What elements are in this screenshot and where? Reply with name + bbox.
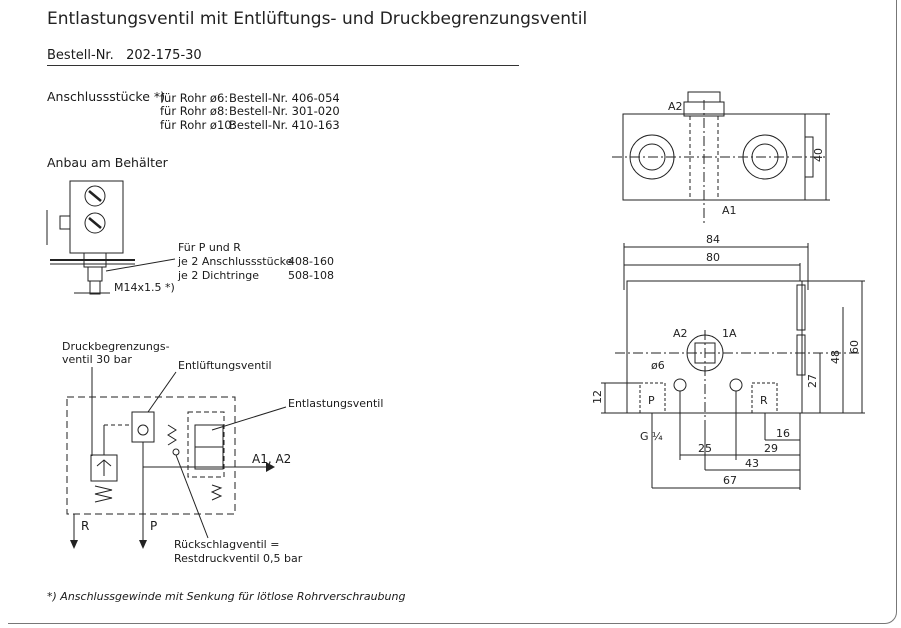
dim-60: 60: [848, 340, 861, 354]
page-title: Entlastungsventil mit Entlüftungs- und D…: [47, 9, 588, 29]
check-valve-label: Rückschlagventil =: [174, 538, 280, 551]
check-valve-label-2: Restdruckventil 0,5 bar: [174, 552, 303, 565]
vent-valve-label: Entlüftungsventil: [178, 359, 272, 372]
mounting-sketch: [46, 180, 176, 295]
order-label: Bestell-Nr.: [47, 48, 114, 63]
pressure-relief-label-2: ventil 30 bar: [62, 353, 132, 366]
front-d6: ø6: [651, 359, 665, 372]
order-value: 202-175-30: [126, 48, 202, 63]
connector-pipe-3: für Rohr ø10:: [160, 118, 236, 132]
mounting-heading: Anbau am Behälter: [47, 155, 168, 170]
mounting-line1-no: 408-160: [288, 255, 334, 268]
dim-84: 84: [706, 233, 720, 246]
hydraulic-schematic: [66, 367, 287, 540]
mounting-line1: je 2 Anschlussstücke: [178, 255, 293, 268]
dim-80: 80: [706, 251, 720, 264]
dim-29: 29: [764, 442, 778, 455]
front-r: R: [760, 394, 768, 407]
front-p: P: [648, 394, 655, 407]
front-a2: A2: [673, 327, 688, 340]
top-view: [612, 91, 830, 225]
front-a1: 1A: [722, 327, 737, 340]
port-r-label: R: [81, 519, 90, 533]
front-g: G ¼: [640, 430, 663, 443]
mounting-line2: je 2 Dichtringe: [178, 269, 259, 282]
title-rule: [47, 65, 519, 66]
connectors-label: Anschlussstücke *): [47, 89, 165, 104]
dim-67: 67: [723, 474, 737, 487]
mounting-for: Für P und R: [178, 241, 241, 254]
outlet-label: A1, A2: [252, 452, 292, 466]
top-dim-40: 40: [812, 148, 825, 162]
order-number: Bestell-Nr. 202-175-30: [47, 48, 202, 63]
relief-valve-label: Entlastungsventil: [288, 397, 384, 410]
top-a1: A1: [722, 204, 737, 217]
dim-27: 27: [806, 374, 819, 388]
footnote: *) Anschlussgewinde mit Senkung für lötl…: [47, 590, 406, 603]
dim-16: 16: [776, 427, 790, 440]
top-a2: A2: [668, 100, 683, 113]
port-p-label: P: [150, 519, 158, 533]
page-frame: [8, 0, 897, 624]
connector-pipe-2: für Rohr ø8:: [160, 104, 229, 118]
dim-48: 48: [829, 350, 842, 364]
connector-pipe-1: für Rohr ø6:: [160, 91, 229, 105]
connector-ref-3: Bestell-Nr. 410-163: [229, 118, 340, 132]
dim-43: 43: [745, 457, 759, 470]
mounting-line2-no: 508-108: [288, 269, 334, 282]
connector-ref-1: Bestell-Nr. 406-054: [229, 91, 340, 105]
pressure-relief-label: Druckbegrenzungs-: [62, 340, 170, 353]
connector-ref-2: Bestell-Nr. 301-020: [229, 104, 340, 118]
dim-25: 25: [698, 442, 712, 455]
dim-12: 12: [591, 390, 604, 404]
thread-label: M14x1.5 *): [114, 281, 175, 294]
front-view: [601, 243, 865, 490]
